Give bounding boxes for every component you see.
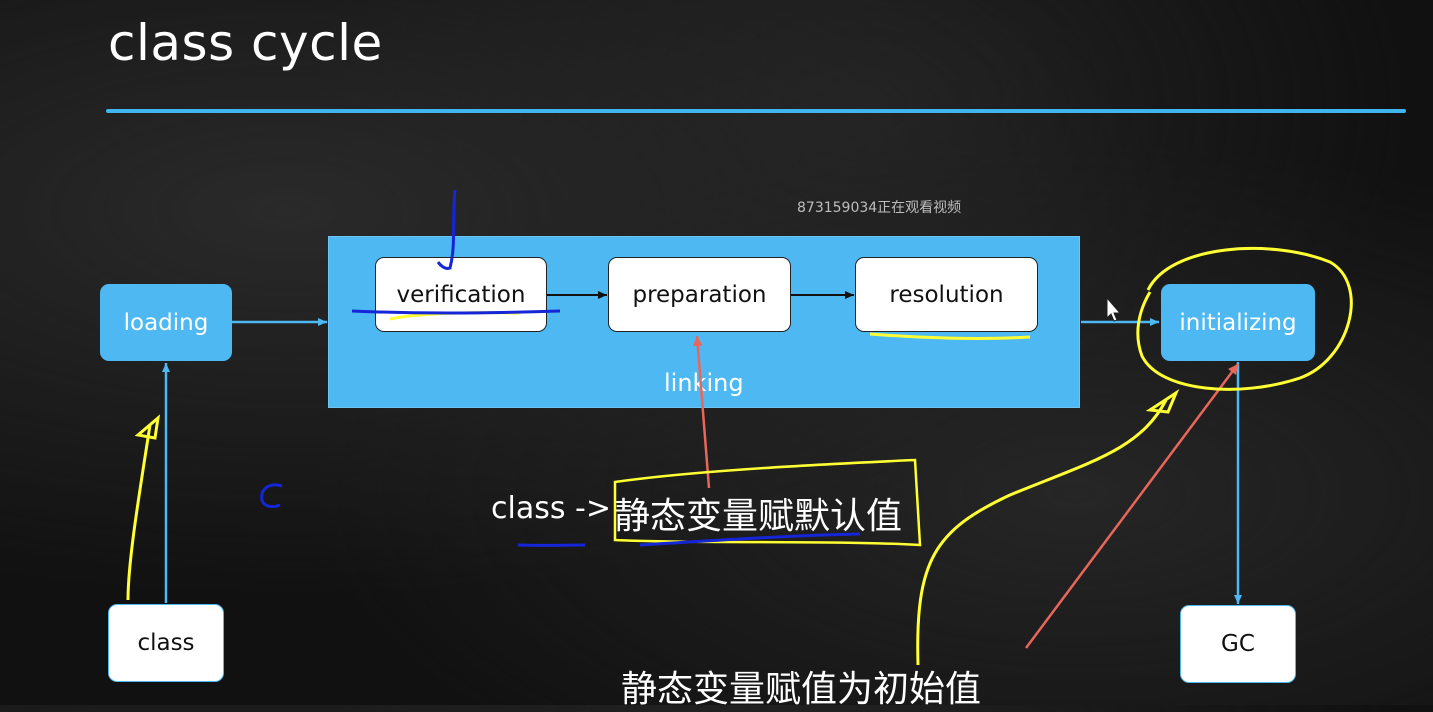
preparation-node: preparation bbox=[608, 257, 791, 332]
initializing-label: initializing bbox=[1179, 310, 1296, 336]
blue-pen-c-mark bbox=[262, 485, 282, 507]
verification-node: verification bbox=[375, 257, 547, 332]
initializing-node: initializing bbox=[1161, 284, 1315, 361]
title-underline bbox=[106, 109, 1406, 113]
preparation-label: preparation bbox=[632, 282, 766, 308]
viewer-watermark: 873159034正在观看视频 bbox=[797, 197, 961, 217]
loading-node: loading bbox=[100, 284, 232, 361]
verification-label: verification bbox=[397, 282, 526, 308]
loading-label: loading bbox=[124, 310, 209, 336]
page-title: class cycle bbox=[108, 14, 383, 72]
cursor-icon bbox=[1107, 298, 1120, 321]
gc-label: GC bbox=[1221, 631, 1255, 657]
resolution-label: resolution bbox=[889, 282, 1003, 308]
yellow-curve-class bbox=[128, 425, 150, 600]
class-arrow-note: class -> bbox=[491, 491, 611, 526]
static-default-note: 静态变量赋默认值 bbox=[614, 487, 902, 539]
static-init-note: 静态变量赋值为初始值 bbox=[621, 660, 981, 712]
class-label: class bbox=[137, 630, 194, 656]
resolution-node: resolution bbox=[855, 257, 1038, 332]
yellow-arrowhead-initializing bbox=[1150, 393, 1176, 412]
gc-node: GC bbox=[1180, 605, 1296, 683]
linking-label: linking bbox=[664, 369, 744, 397]
class-node: class bbox=[108, 604, 224, 682]
yellow-curve-to-initializing bbox=[918, 400, 1166, 665]
yellow-arrowhead-class bbox=[138, 418, 158, 438]
